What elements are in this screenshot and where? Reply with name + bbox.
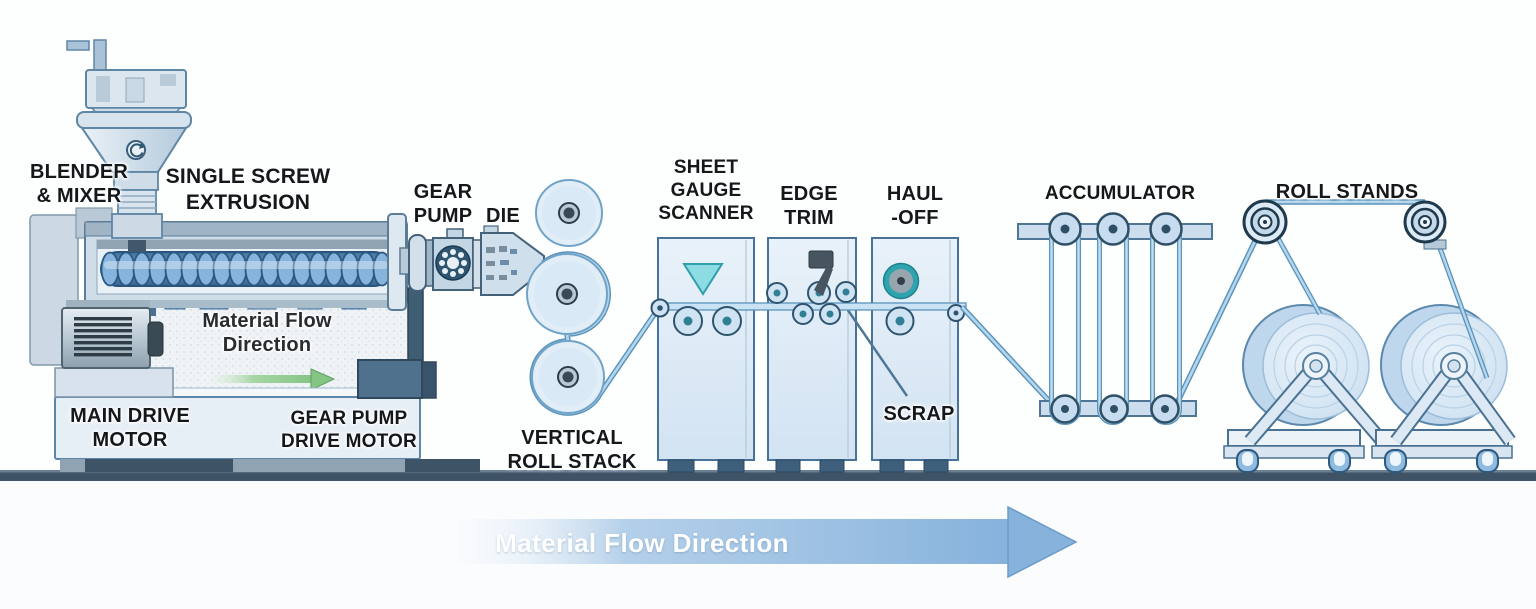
inner-flow-arrow <box>195 368 336 391</box>
a-frame <box>1244 359 1388 446</box>
label-vertical-roll-stack: VERTICAL ROLL STACK <box>507 427 637 474</box>
vertical-roll-stack <box>526 179 608 414</box>
casters <box>1384 449 1499 473</box>
accumulator-pulleys-top <box>1048 212 1183 246</box>
label-blender-mixer: BLENDER & MIXER <box>29 161 129 208</box>
label-die: DIE <box>486 205 520 227</box>
roll-stand-1 <box>1223 236 1388 473</box>
roll-middle <box>526 253 608 335</box>
label-scrap: SCRAP <box>883 403 955 425</box>
blender-mixer-unit <box>66 39 192 252</box>
casters <box>1236 449 1351 473</box>
label-haul-off: HAUL -OFF <box>886 183 944 230</box>
gear-icon <box>435 245 471 281</box>
edge-trim-knife-icon <box>808 250 834 296</box>
accumulator-web-loops <box>1049 213 1182 425</box>
label-gear-pump: GEAR PUMP <box>413 181 473 228</box>
label-edge-trim: EDGE TRIM <box>780 183 838 230</box>
accumulator-pulleys-bottom <box>1050 394 1180 424</box>
label-single-screw-extrusion: SINGLE SCREW EXTRUSION <box>165 165 331 214</box>
label-accumulator: ACCUMULATOR <box>1044 183 1196 204</box>
material-flow-arrow <box>420 505 1078 579</box>
idler-pulley-1 <box>1242 199 1288 245</box>
scanner-beam-icon <box>682 263 724 296</box>
extruder-barrel <box>84 213 408 311</box>
label-roll-stands: ROLL STANDS <box>1275 181 1419 203</box>
label-main-drive-motor: MAIN DRIVE MOTOR <box>70 405 190 452</box>
idler-pulley-2 <box>1403 200 1447 250</box>
sheet-gauge-scanner-cabinet <box>657 237 755 473</box>
motor-fins <box>74 317 132 357</box>
edge-trim-rollers <box>766 281 857 325</box>
accumulator-unit <box>1017 212 1213 425</box>
roll-top <box>535 179 603 247</box>
die-detail <box>486 246 517 280</box>
haul-off-rollers <box>882 262 965 336</box>
scrap-line <box>841 302 909 397</box>
a-frame <box>1390 359 1516 446</box>
label-sheet-gauge-scanner: SHEET GAUGE SCANNER <box>658 157 754 225</box>
sheet-web-to-accumulator <box>959 235 1260 405</box>
roll-stand-2 <box>1371 239 1516 473</box>
hopper-funnel <box>76 111 192 173</box>
main-drive-motor-unit <box>54 300 174 398</box>
roll-stands <box>1223 199 1516 473</box>
roll-bottom <box>531 340 605 414</box>
label-gear-pump-drive-motor: GEAR PUMP DRIVE MOTOR <box>281 408 417 453</box>
die-unit <box>480 225 545 296</box>
label-inner-material-flow: Material Flow Direction <box>202 310 332 357</box>
label-material-flow-direction: Material Flow Direction <box>495 528 789 558</box>
extruder-screw <box>100 251 392 287</box>
rotation-icon <box>126 140 146 160</box>
scanner-rollers <box>650 298 742 336</box>
gear-pump-unit <box>399 228 482 292</box>
edge-trim-cabinet <box>767 237 857 473</box>
